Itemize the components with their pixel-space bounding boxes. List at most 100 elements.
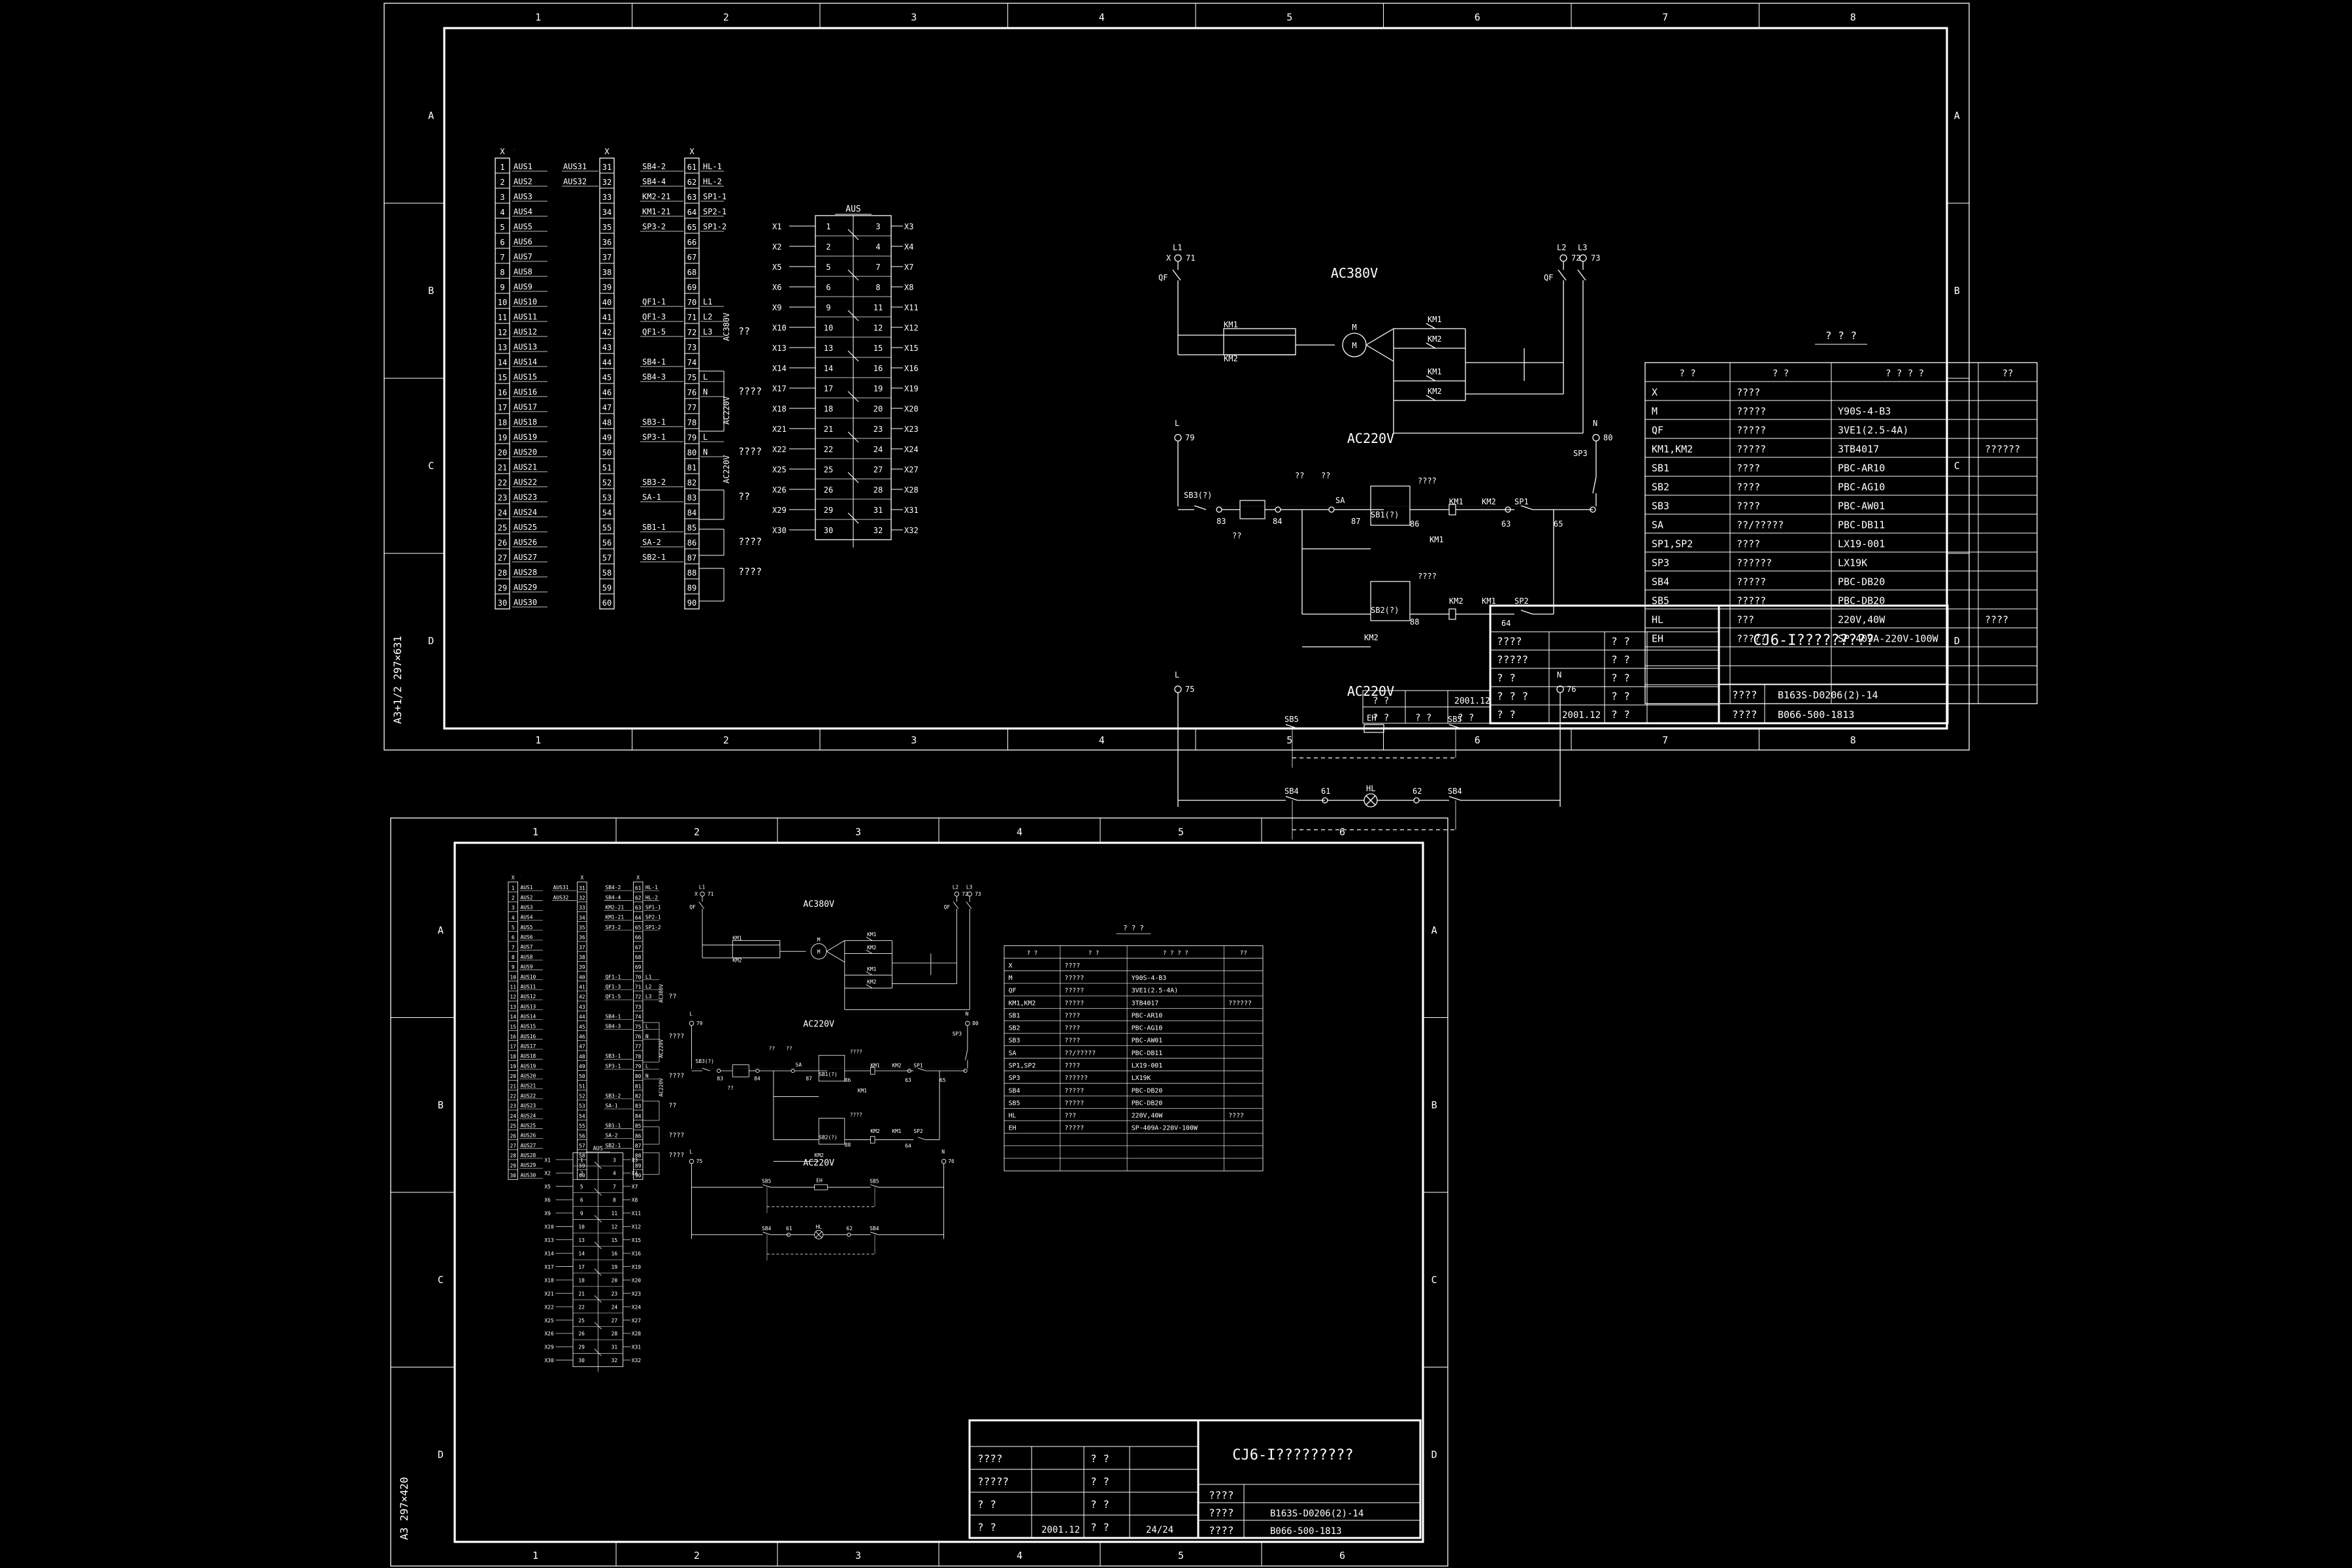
zone-col-label: 1 bbox=[535, 734, 541, 746]
aus-pin: 2 bbox=[580, 1171, 583, 1177]
ctrl-label: KM1 bbox=[1482, 596, 1496, 606]
zone-col-label: 8 bbox=[1850, 734, 1856, 746]
aus-x-label: X19 bbox=[904, 384, 919, 393]
table-cell: KM1,KM2 bbox=[1652, 443, 1693, 455]
switch-contact bbox=[847, 269, 859, 281]
strip-header: X bbox=[512, 875, 515, 881]
tb-cell: ???? bbox=[1209, 1507, 1234, 1519]
terminal-number: 57 bbox=[602, 553, 612, 563]
terminal bbox=[954, 891, 960, 897]
aus-x-label: X28 bbox=[632, 1331, 642, 1337]
table-cell: ????? bbox=[1737, 424, 1766, 436]
zone-col-label: 2 bbox=[723, 734, 729, 746]
table-cell: SB3 bbox=[1652, 500, 1669, 512]
terminal-label: N bbox=[645, 1073, 649, 1079]
zone-row-label: D bbox=[1431, 1448, 1437, 1460]
tb-cell: ???? bbox=[1732, 708, 1757, 721]
tb-cell: ? ? bbox=[1611, 653, 1630, 666]
terminal-number: 49 bbox=[602, 433, 612, 442]
terminal-number: 32 bbox=[579, 895, 585, 901]
switch-contact bbox=[594, 1161, 602, 1169]
ctrl-label: KM2 bbox=[815, 1152, 825, 1158]
table-cell: ???? bbox=[1064, 1025, 1080, 1032]
terminal-name: L1 bbox=[699, 884, 706, 890]
terminal-label: AUS4 bbox=[520, 915, 532, 921]
zone-row-label: D bbox=[1954, 635, 1960, 647]
terminal-number: 44 bbox=[579, 1014, 585, 1020]
terminal-number: 30 bbox=[510, 1173, 516, 1179]
voltage-note: AC380V bbox=[658, 984, 664, 1003]
table-cell: ????? bbox=[1737, 595, 1766, 606]
terminal-label: SB3-1 bbox=[606, 1053, 621, 1059]
ctrl-label: ???? bbox=[1418, 476, 1437, 485]
terminal-number: 46 bbox=[602, 388, 612, 397]
km-label: KM2 bbox=[867, 945, 877, 951]
terminal-label: SP2-1 bbox=[645, 915, 661, 921]
aus-title: AUS bbox=[593, 1145, 604, 1152]
zone-col-label: 1 bbox=[535, 12, 541, 24]
terminal-label: AUS24 bbox=[514, 508, 537, 517]
ctrl-label: SB3(?) bbox=[1184, 491, 1212, 500]
table-cell: SB1 bbox=[1652, 462, 1669, 474]
tb-cell: ? ? bbox=[1373, 713, 1389, 723]
heater-label: SB5 bbox=[1284, 715, 1299, 724]
table-cell: ??/????? bbox=[1064, 1050, 1096, 1057]
aus-pin: 8 bbox=[875, 283, 880, 292]
table-title: ? ? ? bbox=[1825, 329, 1857, 342]
tb-cell: ? ? bbox=[1373, 696, 1389, 706]
table-header: ? ? ? ? bbox=[1163, 949, 1188, 956]
terminal-label: AUS7 bbox=[514, 252, 532, 261]
zone-row-label: B bbox=[438, 1099, 444, 1111]
ctrl-label: 88 bbox=[1410, 617, 1419, 627]
tb-cell: ???? bbox=[1209, 1489, 1234, 1501]
table-cell: ???? bbox=[1737, 386, 1760, 398]
terminal-number: 80 bbox=[635, 1073, 642, 1079]
ctrl-label: SP3 bbox=[953, 1031, 962, 1037]
aus-x-label: X10 bbox=[544, 1224, 554, 1230]
terminal-label: AUS18 bbox=[520, 1053, 536, 1059]
terminal-label: SA-1 bbox=[606, 1103, 618, 1109]
aus-pin: 32 bbox=[612, 1358, 618, 1364]
terminal-number: 59 bbox=[579, 1163, 585, 1169]
aus-x-label: X27 bbox=[904, 465, 919, 474]
terminal-label: HL-1 bbox=[645, 885, 658, 890]
zone-col-label: 3 bbox=[911, 12, 917, 24]
zone-row-label: A bbox=[438, 924, 444, 936]
km-label: KM2 bbox=[1428, 387, 1442, 396]
aus-pin: 11 bbox=[612, 1211, 618, 1217]
aus-pin: 9 bbox=[826, 303, 830, 312]
terminal-number: 64 bbox=[635, 915, 642, 921]
ctrl-label: SB1(?) bbox=[1371, 510, 1399, 519]
zone-row-label: C bbox=[428, 460, 434, 472]
aus-x-label: X3 bbox=[632, 1157, 638, 1163]
aus-pin: 6 bbox=[580, 1198, 583, 1203]
terminal-number: 1 bbox=[512, 885, 515, 891]
terminal-num: 75 bbox=[696, 1158, 703, 1164]
terminal-label: AUS11 bbox=[520, 984, 536, 990]
node bbox=[1590, 506, 1596, 513]
zone-col-label: 2 bbox=[723, 12, 729, 24]
terminal-number: 35 bbox=[579, 924, 585, 930]
terminal-number: 73 bbox=[687, 343, 696, 352]
table-cell: SP3 bbox=[1009, 1075, 1021, 1082]
table-cell: Y90S-4-B3 bbox=[1132, 975, 1167, 982]
breaker bbox=[698, 902, 704, 909]
terminal-number: 71 bbox=[635, 985, 642, 990]
bus-L: L bbox=[1175, 419, 1179, 428]
terminal-label: QF1-3 bbox=[606, 984, 621, 990]
table-cell: ?????? bbox=[1985, 443, 2020, 455]
terminal-number: 5 bbox=[512, 924, 515, 930]
aus-pin: 25 bbox=[578, 1318, 585, 1324]
terminal-number: 16 bbox=[498, 388, 507, 397]
table-cell: SA bbox=[1652, 519, 1663, 531]
aus-pin: 27 bbox=[612, 1318, 618, 1324]
terminal-label: KM1-21 bbox=[606, 915, 625, 921]
wire bbox=[1365, 344, 1394, 362]
terminal-number: 71 bbox=[687, 313, 696, 322]
heater-label: SB4 bbox=[870, 1226, 879, 1232]
terminal-label: SB4-4 bbox=[642, 177, 666, 186]
sp3-switch bbox=[1592, 476, 1597, 494]
heater-label: 61 bbox=[1321, 787, 1330, 796]
heater-label: SB4 bbox=[1284, 787, 1299, 796]
